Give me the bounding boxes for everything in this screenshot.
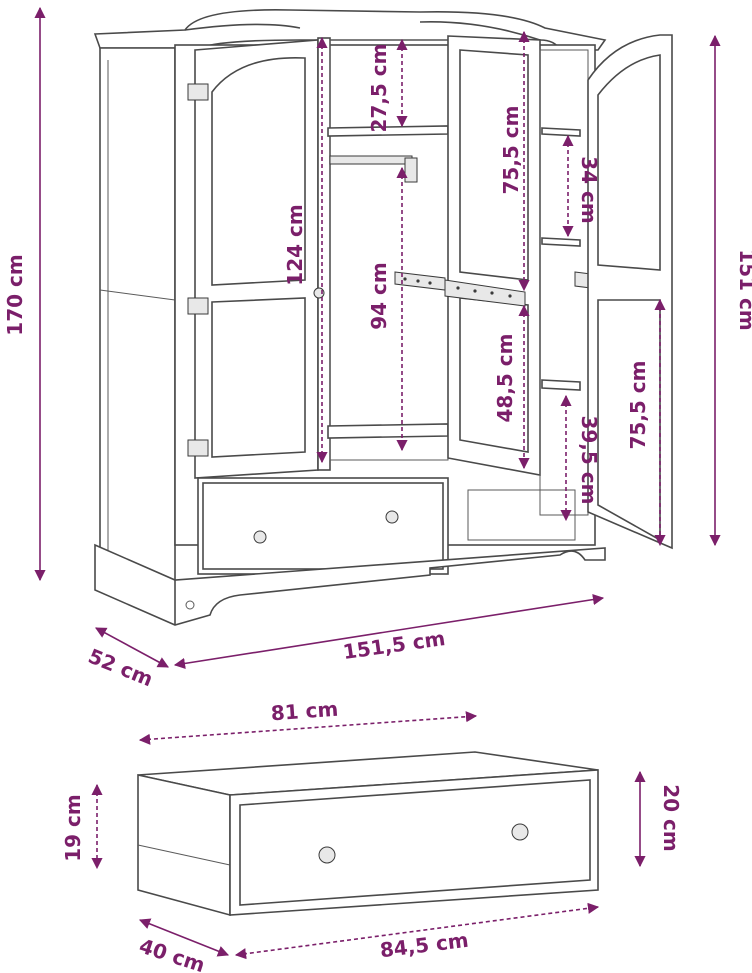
label-left-door-inner: 124 cm: [283, 204, 307, 285]
label-right-door-lower: 75,5 cm: [626, 360, 650, 449]
drawer-ring-right: [511, 823, 529, 841]
label-height: 170 cm: [3, 254, 27, 335]
drawer-knob-right: [385, 510, 399, 524]
label-depth: 52 cm: [85, 644, 157, 692]
label-right-shelf-lower: 39,5 cm: [577, 415, 601, 504]
wardrobe-drawer-front: [197, 477, 449, 575]
drawer-ring-left: [318, 846, 336, 864]
wardrobe-left-side: [99, 47, 176, 587]
label-middle-hanging: 94 cm: [367, 262, 391, 330]
drawer-drawing: [137, 751, 599, 917]
hinges: [187, 83, 209, 457]
label-drawer-front-height: 20 cm: [659, 784, 683, 852]
label-middle-door-lower: 48,5 cm: [493, 333, 517, 422]
right-door: [587, 34, 673, 550]
drawer-left-side: [137, 774, 231, 917]
label-door-height: 151 cm: [735, 249, 752, 330]
label-drawer-inner-height: 19 cm: [61, 794, 85, 862]
right-shelf-top: [541, 127, 581, 137]
label-drawer-inner-width: 81 cm: [270, 697, 339, 726]
drawer-knob-left: [253, 530, 267, 544]
label-drawer-front-width: 84,5 cm: [379, 928, 470, 963]
label-drawer-depth: 40 cm: [136, 934, 208, 973]
right-shelf-mid: [541, 237, 581, 247]
left-door-edge: [317, 37, 331, 471]
drawer-front-panel: [229, 769, 599, 916]
label-middle-top: 27,5 cm: [367, 43, 391, 132]
label-middle-door-upper: 75,5 cm: [499, 105, 523, 194]
hanging-rail: [329, 155, 413, 165]
label-width: 151,5 cm: [341, 626, 446, 664]
drawer-dimensions: 81 cm 19 cm 20 cm 40 cm 84,5 cm: [61, 697, 683, 973]
label-right-shelf-upper: 34 cm: [577, 156, 601, 224]
middle-bottom-shelf: [327, 423, 449, 439]
right-shelf-low: [541, 379, 581, 391]
wardrobe-drawing: [93, 9, 673, 626]
